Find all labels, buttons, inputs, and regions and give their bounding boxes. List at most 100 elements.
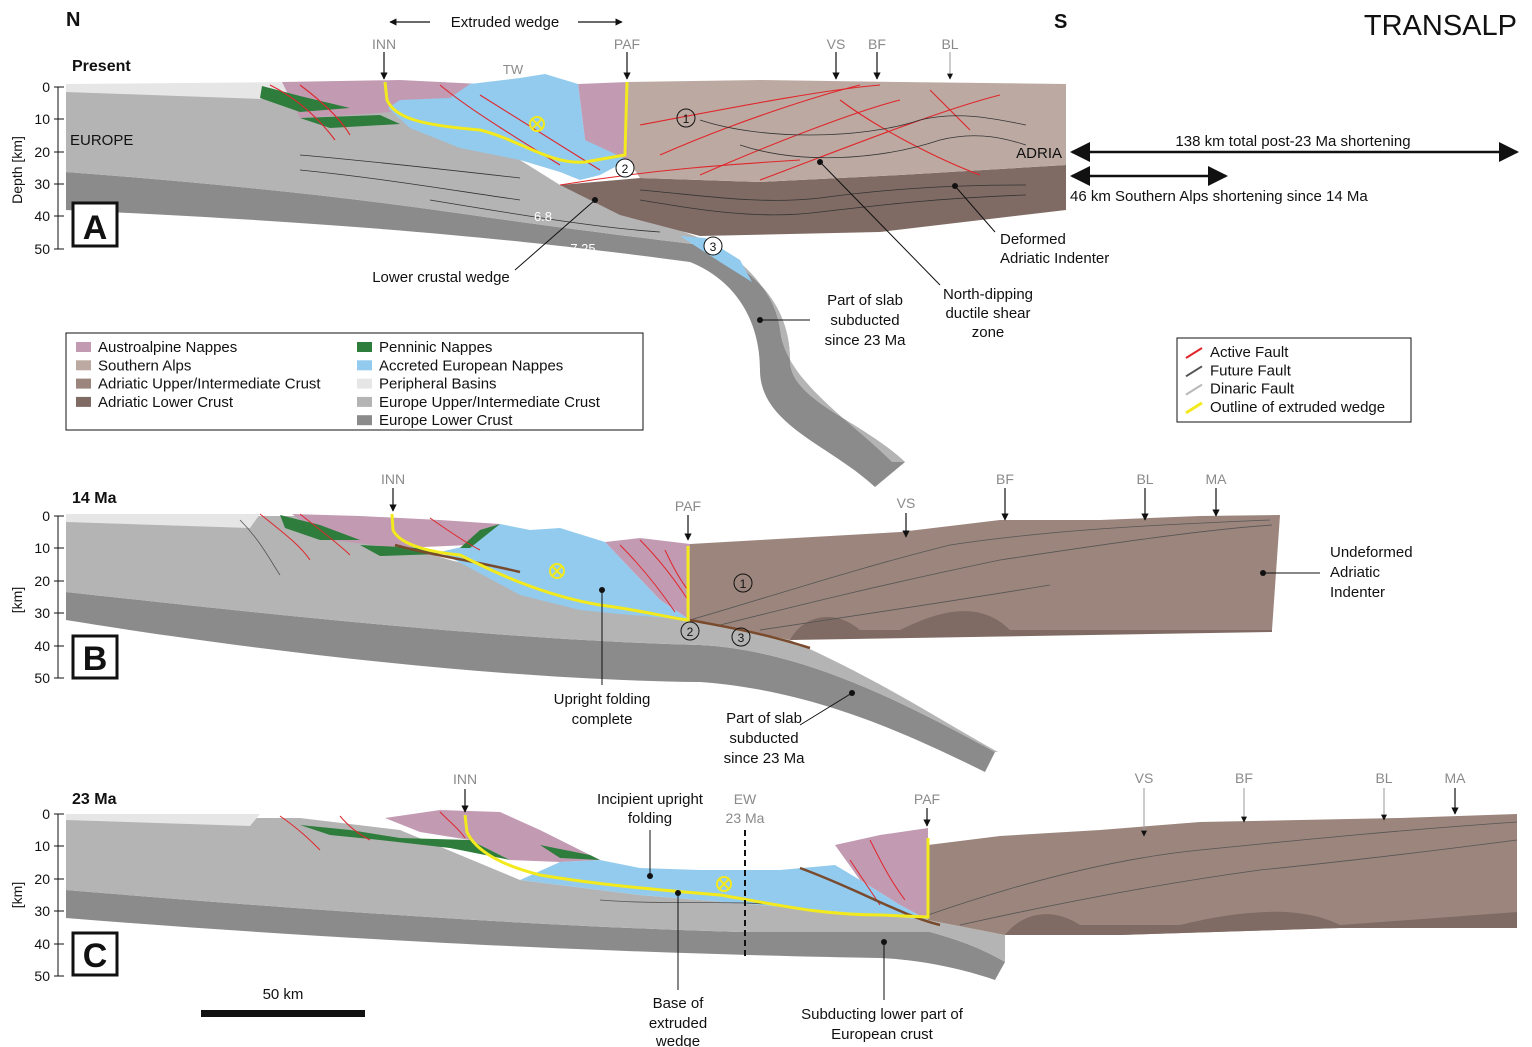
panel-a-southern-alps <box>628 80 1066 182</box>
svg-text:3: 3 <box>738 631 745 645</box>
legend-unit-item: Europe Upper/Intermediate Crust <box>357 394 601 411</box>
svg-text:2: 2 <box>687 625 694 639</box>
upright-folding-dot <box>599 587 605 593</box>
base-wedge-line-1: Base of <box>653 995 705 1012</box>
legend-unit-swatch <box>357 415 372 425</box>
legend-unit-label: Europe Lower Crust <box>379 412 513 429</box>
panel-a-slab-line-1: Part of slab <box>827 292 903 309</box>
extruded-wedge-label: Extruded wedge <box>451 14 559 31</box>
panel-a-letter: A <box>83 209 108 247</box>
panel-b-fault-inn: INN <box>381 471 405 487</box>
legend-unit-label: Accreted European Nappes <box>379 357 563 374</box>
panel-a-time: Present <box>72 58 131 75</box>
panel-b-tick-40: 40 <box>34 638 50 654</box>
panel-c-tick-30: 30 <box>34 903 50 919</box>
panel-a-fault-bf: BF <box>868 36 886 52</box>
legend-unit-item: Europe Lower Crust <box>357 412 513 429</box>
legend-unit-label: Europe Upper/Intermediate Crust <box>379 394 601 411</box>
panel-a-tick-20: 20 <box>34 144 50 160</box>
panel-b-slab-line-3: since 23 Ma <box>724 750 806 767</box>
shear-zone-dot <box>817 159 823 165</box>
upright-folding-line-2: complete <box>572 711 633 728</box>
panel-b-tick-30: 30 <box>34 605 50 621</box>
shear-zone-line-2: ductile shear <box>945 305 1030 322</box>
panel-b-letter: B <box>83 640 108 678</box>
undeformed-indenter-line-1: Undeformed <box>1330 544 1413 561</box>
subducting-crust-dot <box>881 939 887 945</box>
panel-b-ticks <box>54 516 64 678</box>
legend-fault-label: Future Fault <box>1210 362 1292 379</box>
faults-legend: Active FaultFuture FaultDinaric FaultOut… <box>1177 338 1411 422</box>
svg-text:2: 2 <box>622 162 629 176</box>
panel-c-fault-paf: PAF <box>914 791 940 807</box>
panel-c-tick-50: 50 <box>34 968 50 984</box>
panel-a-fault-bl: BL <box>941 36 958 52</box>
base-wedge-dot <box>675 890 681 896</box>
panel-c-fault-vs: VS <box>1135 770 1154 786</box>
legend-unit-swatch <box>76 379 91 389</box>
shear-zone-line-3: zone <box>972 324 1005 341</box>
svg-text:1: 1 <box>683 112 690 126</box>
adria-label: ADRIA <box>1016 145 1062 162</box>
panel-a-slab-dot <box>757 317 763 323</box>
svg-text:3: 3 <box>710 240 717 254</box>
indenter-dot <box>952 183 958 189</box>
panel-a-tick-40: 40 <box>34 208 50 224</box>
legend-unit-label: Adriatic Upper/Intermediate Crust <box>98 376 321 393</box>
incipient-folding-dot <box>647 873 653 879</box>
legend-unit-label: Southern Alps <box>98 357 191 374</box>
velocity-label-6-8: 6.8 <box>534 209 552 224</box>
legend-fault-item: Outline of extruded wedge <box>1186 399 1385 416</box>
legend-unit-label: Penninic Nappes <box>379 339 492 356</box>
south-label: S <box>1054 11 1067 33</box>
undeformed-indenter-dot <box>1260 570 1266 576</box>
panel-b-tick-50: 50 <box>34 670 50 686</box>
panel-b-fault-paf: PAF <box>675 498 701 514</box>
panel-b-slab-dot <box>849 690 855 696</box>
panel-c-letter: C <box>83 937 108 975</box>
velocity-label-7-25: 7.25 <box>570 241 595 256</box>
panel-b-tick-0: 0 <box>42 508 50 524</box>
panel-a-depth-label: Depth [km] <box>9 136 25 204</box>
panel-c: [km] 0 10 20 30 40 50 <box>9 770 1517 1047</box>
panel-b-tick-10: 10 <box>34 540 50 556</box>
upright-folding-line-1: Upright folding <box>554 691 651 708</box>
panel-b-depth-label: [km] <box>9 587 25 613</box>
panel-a-fault-paf: PAF <box>614 36 640 52</box>
legend-unit-swatch <box>357 397 372 407</box>
southern-alps-shortening-label: 46 km Southern Alps shortening since 14 … <box>1070 188 1368 205</box>
panel-b-slab-line-1: Part of slab <box>726 710 802 727</box>
legend-unit-label: Peripheral Basins <box>379 376 497 393</box>
shear-zone-line-1: North-dipping <box>943 286 1033 303</box>
legend-unit-swatch <box>357 342 372 352</box>
lower-crustal-wedge-label: Lower crustal wedge <box>372 269 510 286</box>
legend-fault-label: Outline of extruded wedge <box>1210 399 1385 416</box>
panel-a-tick-10: 10 <box>34 111 50 127</box>
europe-label: EUROPE <box>70 132 133 149</box>
panel-c-fault-ma: MA <box>1445 770 1467 786</box>
panel-c-ticks <box>54 814 64 976</box>
panel-c-time: 23 Ma <box>72 791 117 808</box>
subducting-crust-line-1: Subducting lower part of <box>801 1006 964 1023</box>
legend-unit-label: Austroalpine Nappes <box>98 339 237 356</box>
panel-b-fault-bl: BL <box>1136 471 1153 487</box>
base-wedge-line-3: wedge <box>655 1033 700 1047</box>
panel-b-time: 14 Ma <box>72 490 117 507</box>
legend-unit-swatch <box>76 360 91 370</box>
panel-b-tick-20: 20 <box>34 573 50 589</box>
legend-unit-label: Adriatic Lower Crust <box>98 394 234 411</box>
panel-c-fault-bf: BF <box>1235 770 1253 786</box>
incipient-folding-line-1: Incipient upright <box>597 791 704 808</box>
panel-b-fault-ma: MA <box>1206 471 1228 487</box>
panel-a-circle-2: 2 <box>616 159 634 177</box>
legend-unit-item: Austroalpine Nappes <box>76 339 237 356</box>
panel-c-tick-40: 40 <box>34 936 50 952</box>
legend-unit-swatch <box>76 397 91 407</box>
panel-b-fault-bf: BF <box>996 471 1014 487</box>
panel-b-slab-line-2: subducted <box>729 730 798 747</box>
panel-a-slab-line-3: since 23 Ma <box>825 332 907 349</box>
panel-b-fault-vs: VS <box>897 495 916 511</box>
panel-c-tick-10: 10 <box>34 838 50 854</box>
panel-c-fault-inn: INN <box>453 771 477 787</box>
lower-crustal-wedge-dot <box>592 197 598 203</box>
